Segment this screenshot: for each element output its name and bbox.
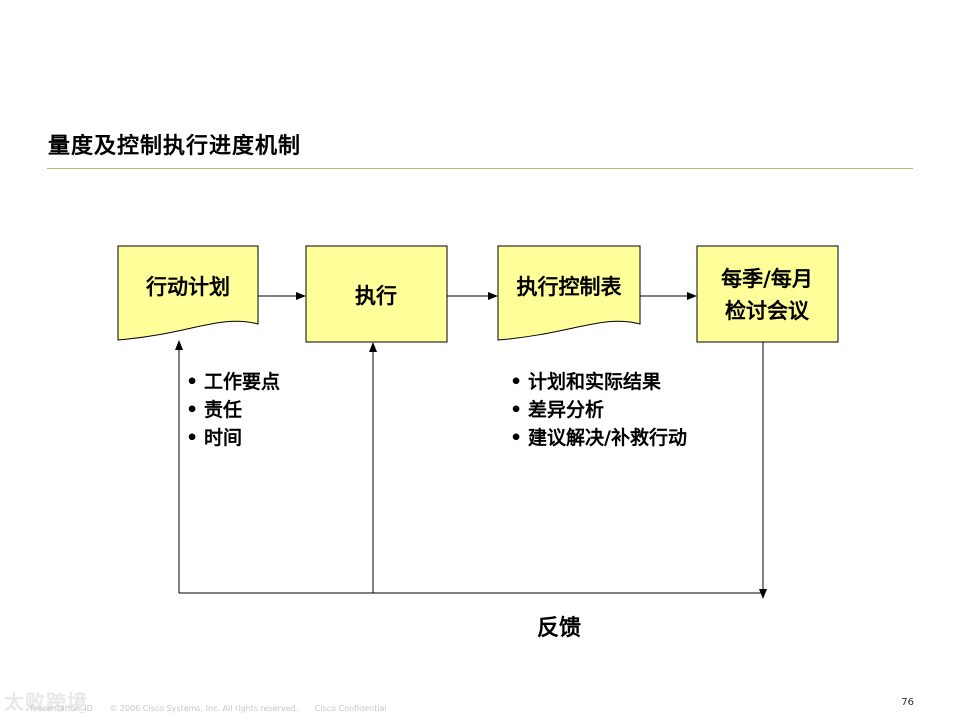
execute-box: 执行 <box>305 245 448 343</box>
action-plan-box: 行动计划 <box>117 245 259 341</box>
action-plan-label: 行动计划 <box>145 275 230 299</box>
control-table-label: 执行控制表 <box>517 275 623 299</box>
watermark-logo: 太败跨境 <box>4 690 88 714</box>
review-meeting-box: 每季/每月 检讨会议 <box>696 245 839 343</box>
footer-copyright: © 2006 Cisco Systems, Inc. All rights re… <box>109 704 299 713</box>
page-title: 量度及控制执行进度机制 <box>48 134 302 159</box>
list-item: 责任 <box>186 396 280 424</box>
control-bullet-list: 计划和实际结果 差异分析 建议解决/补救行动 <box>510 368 687 452</box>
page-number: 76 <box>901 697 914 708</box>
footer-confidential: Cisco Confidential <box>314 704 387 713</box>
footer-presentation-id: Presentation_ID <box>30 704 93 713</box>
review-label-line1: 每季/每月 <box>721 267 813 291</box>
list-item: 差异分析 <box>510 396 687 424</box>
list-item: 计划和实际结果 <box>510 368 687 396</box>
feedback-label: 反馈 <box>537 616 582 641</box>
execute-label: 执行 <box>355 284 397 308</box>
control-table-box: 执行控制表 <box>497 245 641 341</box>
list-item: 建议解决/补救行动 <box>510 424 687 452</box>
plan-bullet-list: 工作要点 责任 时间 <box>186 368 280 452</box>
review-label-line2: 检讨会议 <box>725 299 810 323</box>
title-divider <box>47 168 913 169</box>
list-item: 时间 <box>186 424 280 452</box>
list-item: 工作要点 <box>186 368 280 396</box>
slide-footer: Presentation_ID © 2006 Cisco Systems, In… <box>30 704 401 713</box>
